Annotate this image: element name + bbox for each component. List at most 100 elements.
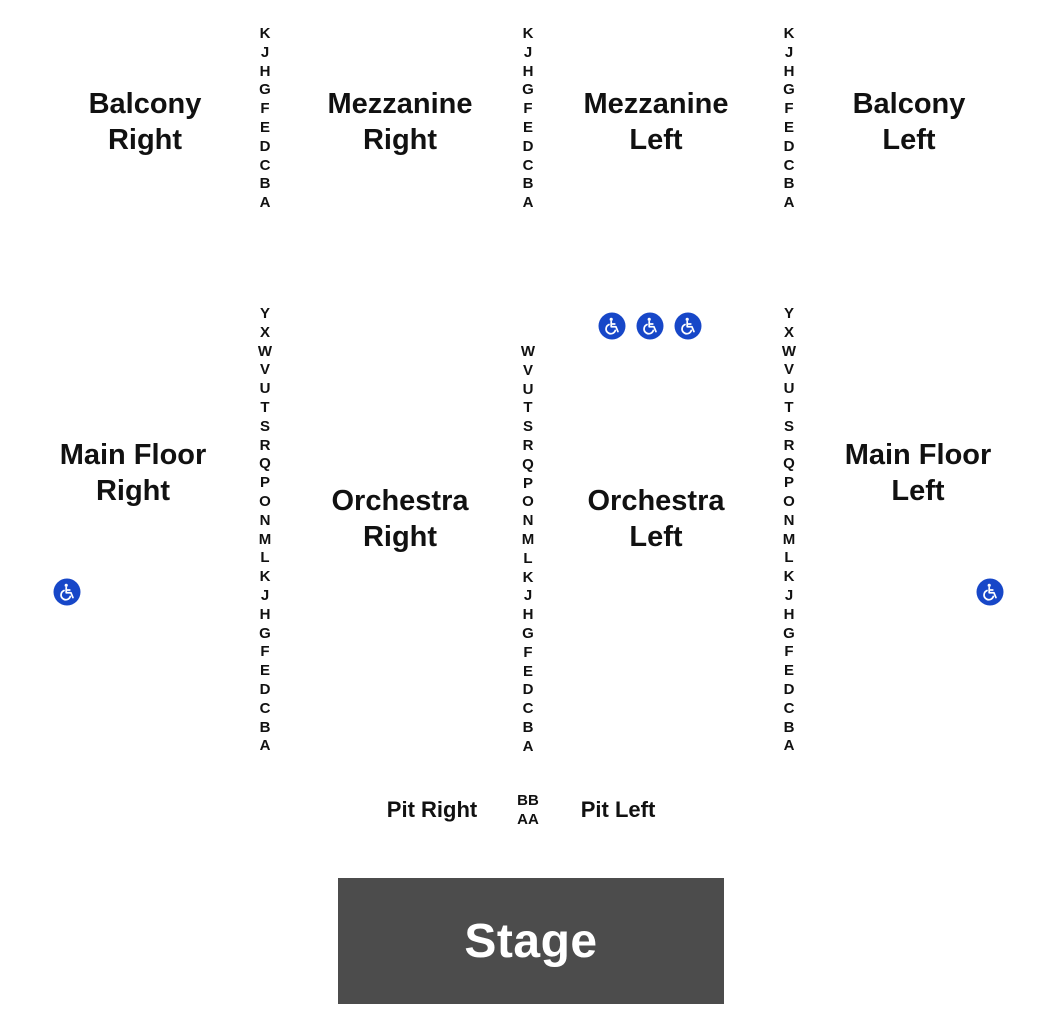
row-label[interactable]: B [259, 718, 271, 736]
row-label[interactable]: T [260, 398, 270, 416]
row-label[interactable]: K [783, 568, 795, 586]
wheelchair-accessible-icon[interactable] [674, 312, 702, 340]
row-label[interactable]: C [783, 699, 795, 717]
section-balcony-right[interactable]: Balcony Right [89, 86, 202, 158]
row-label[interactable]: H [259, 605, 271, 623]
section-pit-left[interactable]: Pit Left [580, 797, 656, 822]
row-label[interactable]: B [259, 175, 271, 193]
row-label[interactable]: A [783, 737, 795, 755]
row-label[interactable]: N [783, 511, 795, 529]
row-label[interactable]: AA [517, 811, 539, 828]
row-label[interactable]: F [784, 643, 794, 661]
row-label[interactable]: G [259, 624, 271, 642]
row-label[interactable]: W [257, 342, 273, 360]
row-label[interactable]: S [522, 418, 534, 436]
row-label[interactable]: L [784, 549, 794, 567]
row-label[interactable]: V [259, 361, 271, 379]
row-label[interactable]: N [522, 512, 534, 530]
row-label[interactable]: O [522, 493, 534, 511]
row-label[interactable]: F [523, 100, 533, 118]
row-label[interactable]: Q [522, 455, 534, 473]
row-label[interactable]: P [259, 474, 271, 492]
row-label[interactable]: A [522, 194, 534, 212]
row-label[interactable]: V [522, 361, 534, 379]
row-label[interactable]: C [259, 699, 271, 717]
row-label[interactable]: K [259, 25, 271, 42]
row-label[interactable]: E [259, 118, 271, 136]
row-label[interactable]: M [782, 530, 796, 548]
row-label[interactable]: A [259, 737, 271, 755]
section-main-floor-right[interactable]: Main Floor Right [60, 437, 207, 509]
row-label[interactable]: J [523, 43, 533, 61]
row-label[interactable]: J [784, 586, 794, 604]
wheelchair-accessible-icon[interactable] [53, 578, 81, 606]
row-label[interactable]: B [522, 718, 534, 736]
row-label[interactable]: Q [783, 455, 795, 473]
row-label[interactable]: D [522, 137, 534, 155]
row-label[interactable]: W [520, 343, 536, 360]
row-label[interactable]: U [259, 380, 271, 398]
row-label[interactable]: D [259, 680, 271, 698]
row-label[interactable]: J [260, 586, 270, 604]
row-label[interactable]: J [260, 43, 270, 61]
row-label[interactable]: G [783, 624, 795, 642]
row-label[interactable]: J [523, 587, 533, 605]
row-label[interactable]: C [522, 156, 534, 174]
row-label[interactable]: C [259, 156, 271, 174]
row-label[interactable]: D [259, 137, 271, 155]
row-label[interactable]: C [783, 156, 795, 174]
row-label[interactable]: B [783, 718, 795, 736]
row-label[interactable]: X [783, 323, 795, 341]
wheelchair-accessible-icon[interactable] [636, 312, 664, 340]
row-label[interactable]: P [783, 474, 795, 492]
row-label[interactable]: L [523, 549, 533, 567]
row-label[interactable]: E [783, 662, 795, 680]
section-pit-right[interactable]: Pit Right [386, 797, 478, 822]
wheelchair-accessible-icon[interactable] [976, 578, 1004, 606]
row-label[interactable]: D [783, 137, 795, 155]
wheelchair-accessible-icon[interactable] [598, 312, 626, 340]
row-label[interactable]: K [259, 568, 271, 586]
row-label[interactable]: T [784, 398, 794, 416]
row-label[interactable]: B [522, 175, 534, 193]
row-label[interactable]: E [522, 662, 534, 680]
row-label[interactable]: H [522, 606, 534, 624]
row-label[interactable]: K [522, 568, 534, 586]
row-label[interactable]: M [258, 530, 272, 548]
row-label[interactable]: W [781, 342, 797, 360]
row-label[interactable]: R [783, 436, 795, 454]
row-label[interactable]: F [784, 100, 794, 118]
row-label[interactable]: R [522, 436, 534, 454]
row-label[interactable]: G [259, 81, 271, 99]
row-label[interactable]: A [259, 194, 271, 212]
row-label[interactable]: O [783, 492, 795, 510]
row-label[interactable]: L [260, 549, 270, 567]
row-label[interactable]: S [783, 417, 795, 435]
row-label[interactable]: U [522, 380, 534, 398]
row-label[interactable]: N [259, 511, 271, 529]
row-label[interactable]: H [783, 62, 795, 80]
row-label[interactable]: J [784, 43, 794, 61]
section-balcony-left[interactable]: Balcony Left [853, 86, 966, 158]
row-label[interactable]: M [521, 530, 535, 548]
row-label[interactable]: B [783, 175, 795, 193]
row-label[interactable]: H [259, 62, 271, 80]
row-label[interactable]: G [783, 81, 795, 99]
section-mezzanine-right[interactable]: Mezzanine Right [327, 86, 472, 158]
row-label[interactable]: C [522, 700, 534, 718]
row-label[interactable]: G [522, 81, 534, 99]
row-label[interactable]: O [259, 492, 271, 510]
section-orchestra-right[interactable]: Orchestra Right [331, 483, 468, 555]
row-label[interactable]: A [783, 194, 795, 212]
row-label[interactable]: E [783, 118, 795, 136]
row-label[interactable]: Y [783, 305, 795, 322]
row-label[interactable]: T [523, 399, 533, 417]
row-label[interactable]: Y [259, 305, 271, 322]
row-label[interactable]: E [522, 118, 534, 136]
row-label[interactable]: H [783, 605, 795, 623]
row-label[interactable]: R [259, 436, 271, 454]
row-label[interactable]: Q [259, 455, 271, 473]
row-label[interactable]: F [260, 100, 270, 118]
row-label[interactable]: S [259, 417, 271, 435]
row-label[interactable]: H [522, 62, 534, 80]
